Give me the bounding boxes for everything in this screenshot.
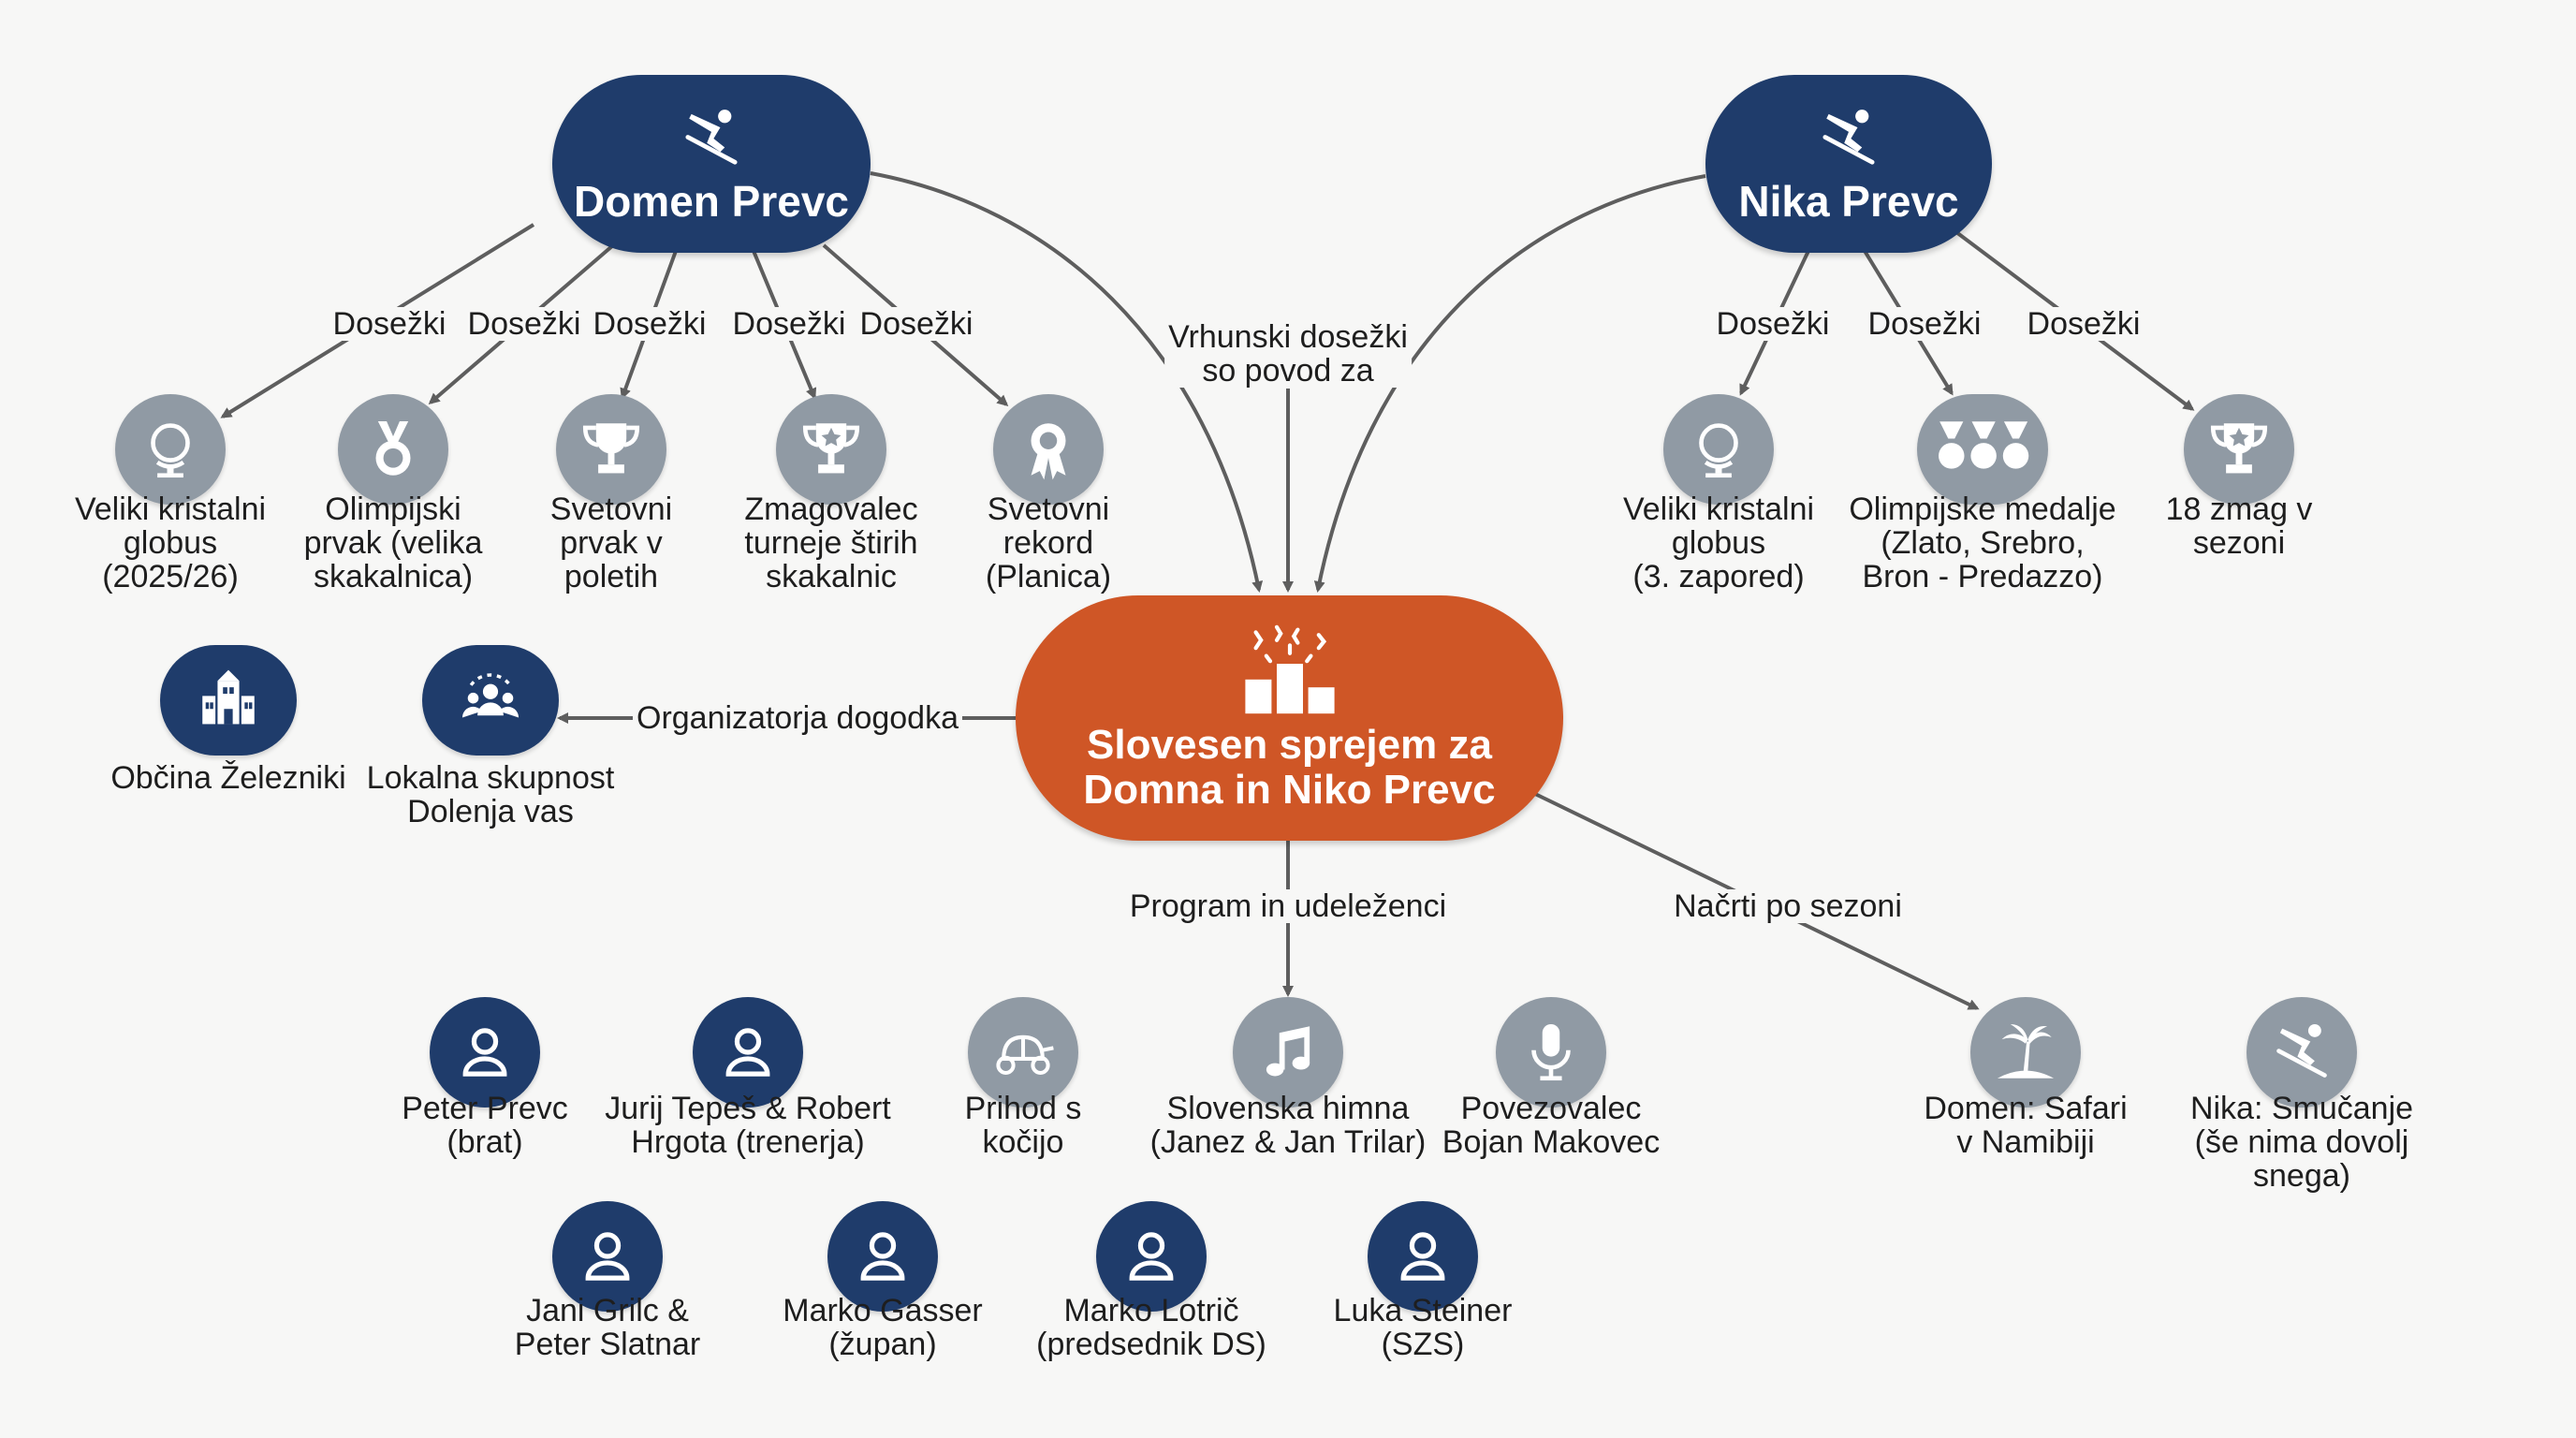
skier-icon: [1822, 109, 1875, 165]
carriage-icon: [996, 1034, 1054, 1075]
label-lokalna-skupnost: Lokalna skupnost Dolenja vas: [366, 760, 615, 829]
node-grilc-slatnar[interactable]: [552, 1201, 663, 1312]
skier-icon: [685, 109, 738, 165]
globe-icon: [151, 423, 190, 478]
node-povezovalec[interactable]: [1496, 997, 1606, 1108]
label-domen-svetovni-prvak: Svetovni prvak v poletih: [549, 492, 673, 594]
hub-center-title-2: Domna in Niko Prevc: [1083, 767, 1496, 813]
community-icon: [461, 673, 520, 718]
music-icon: [1266, 1026, 1310, 1077]
label-slovenska-himna: Slovenska himna (Janez & Jan Trilar): [1149, 1091, 1427, 1160]
label-domen-olimpijski: Olimpijski prvak (velika skakalnica): [303, 492, 483, 594]
hub-nika-prevc[interactable]: Nika Prevc: [1705, 75, 1992, 253]
star-trophy-icon: [2210, 423, 2268, 474]
podium-confetti-icon: [1244, 624, 1335, 713]
town-hall-icon: [202, 669, 255, 725]
skier-icon: [2276, 1023, 2327, 1078]
node-domen-rekord[interactable]: [993, 394, 1104, 505]
edge-label-dosezki-nika-3: Dosežki: [2023, 307, 2144, 341]
node-domen-olimpijski[interactable]: [338, 394, 448, 505]
edge-label-organizatorja: Organizatorja dogodka: [632, 701, 963, 735]
edge-label-nacrti: Načrti po sezoni: [1670, 889, 1906, 923]
node-nika-medalje[interactable]: [1917, 394, 2048, 505]
node-luka-steiner[interactable]: [1368, 1201, 1478, 1312]
microphone-icon: [1531, 1023, 1571, 1081]
trophy-icon: [582, 423, 640, 474]
hub-domen-title: Domen Prevc: [573, 176, 849, 226]
label-prihod-kocija: Prihod s kočijo: [964, 1091, 1082, 1160]
hub-center-title-1: Slovesen sprejem za: [1087, 721, 1492, 768]
edge-domen-center: [870, 171, 1264, 593]
node-obcina-zelezniki[interactable]: [160, 645, 297, 756]
label-domen-safari: Domen: Safari v Namibiji: [1924, 1091, 2128, 1160]
hub-domen-prevc[interactable]: Domen Prevc: [552, 75, 871, 253]
node-domen-globus[interactable]: [115, 394, 226, 505]
person-icon: [1129, 1232, 1174, 1281]
edge-label-dosezki-3: Dosežki: [589, 307, 710, 341]
label-marko-gasser: Marko Gasser (župan): [783, 1293, 983, 1362]
node-nika-smucanje[interactable]: [2247, 997, 2357, 1108]
label-tepes-hrgota: Jurij Tepeš & Robert Hrgota (trenerja): [605, 1091, 891, 1160]
person-icon: [585, 1232, 630, 1281]
star-trophy-icon: [802, 423, 860, 474]
edge-label-dosezki-nika-2: Dosežki: [1864, 307, 1985, 341]
label-nika-smucanje: Nika: Smučanje (še nima dovolj snega): [2189, 1091, 2414, 1194]
three-medals-icon: [1939, 421, 2029, 469]
person-icon: [860, 1232, 905, 1281]
edge-label-dosezki-5: Dosežki: [856, 307, 977, 341]
person-icon: [725, 1028, 770, 1077]
node-domen-safari[interactable]: [1970, 997, 2081, 1108]
label-luka-steiner: Luka Steiner (SZS): [1333, 1293, 1513, 1362]
label-peter-prevc: Peter Prevc (brat): [402, 1091, 568, 1160]
edge-label-dosezki-nika-1: Dosežki: [1712, 307, 1834, 341]
node-lokalna-skupnost[interactable]: [422, 645, 559, 756]
label-povezovalec: Povezovalec Bojan Makovec: [1442, 1091, 1661, 1160]
node-tepes-hrgota[interactable]: [693, 997, 803, 1108]
node-domen-svetovni-prvak[interactable]: [556, 394, 666, 505]
medal-icon: [375, 420, 411, 476]
award-icon: [1031, 423, 1066, 480]
edge-nika-center: [1313, 174, 1706, 593]
person-icon: [1400, 1232, 1445, 1281]
edge-label-program: Program in udeleženci: [1125, 889, 1451, 923]
label-nika-globus: Veliki kristalni globus (3. zapored): [1622, 492, 1815, 594]
node-marko-lotric[interactable]: [1096, 1201, 1207, 1312]
edge-label-dosezki-1: Dosežki: [329, 307, 450, 341]
label-nika-zmage: 18 zmag v sezoni: [2165, 492, 2313, 561]
label-domen-globus: Veliki kristalni globus (2025/26): [74, 492, 267, 594]
edge-label-dosezki-2: Dosežki: [463, 307, 585, 341]
edge-label-dosezki-4: Dosežki: [728, 307, 850, 341]
node-prihod-kocija[interactable]: [968, 997, 1078, 1108]
person-icon: [462, 1028, 507, 1077]
palm-island-icon: [1997, 1023, 2055, 1078]
label-obcina-zelezniki: Občina Železniki: [110, 760, 346, 796]
node-nika-zmage[interactable]: [2184, 394, 2294, 505]
node-marko-gasser[interactable]: [827, 1201, 938, 1312]
label-marko-lotric: Marko Lotrič (predsednik DS): [1036, 1293, 1266, 1362]
node-peter-prevc[interactable]: [430, 997, 540, 1108]
label-nika-medalje: Olimpijske medalje (Zlato, Srebro, Bron …: [1849, 492, 2116, 594]
label-domen-turneja: Zmagovalec turneje štirih skakalnic: [744, 492, 918, 594]
label-domen-rekord: Svetovni rekord (Planica): [985, 492, 1112, 594]
label-grilc-slatnar: Jani Grilc & Peter Slatnar: [514, 1293, 701, 1362]
edge-label-vrhunski: Vrhunski dosežki so povod za: [1164, 320, 1412, 388]
globe-icon: [1699, 423, 1738, 478]
node-slovenska-himna[interactable]: [1233, 997, 1343, 1108]
node-domen-turneja[interactable]: [776, 394, 886, 505]
hub-slovesen-sprejem[interactable]: Slovesen sprejem za Domna in Niko Prevc: [1016, 595, 1563, 841]
node-nika-globus[interactable]: [1663, 394, 1774, 505]
hub-nika-title: Nika Prevc: [1738, 176, 1959, 226]
